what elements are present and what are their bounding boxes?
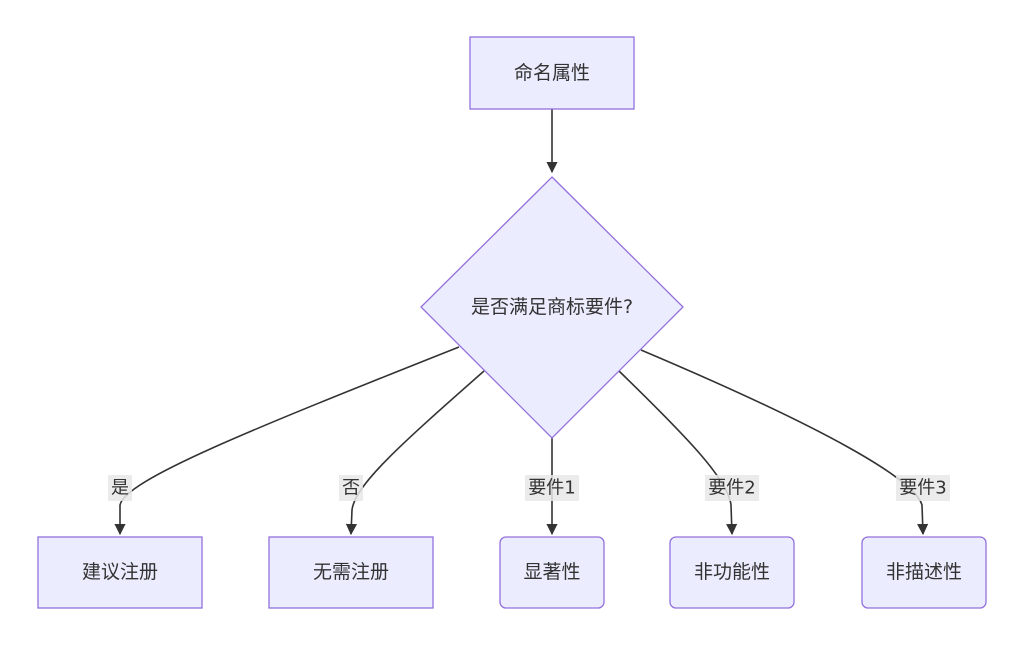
edge-label-no-text: 否	[342, 478, 360, 499]
node-root-label: 命名属性	[514, 62, 590, 84]
edge-no	[345, 370, 485, 536]
node-decision-label: 是否满足商标要件?	[471, 296, 633, 318]
edge-label-no: 否	[339, 475, 363, 501]
edge-label-req3: 要件3	[896, 475, 950, 501]
edge-yes	[114, 346, 460, 536]
edge-label-yes: 是	[108, 475, 132, 501]
edge-req3	[640, 349, 929, 536]
edge-labels: 是 否 要件1 要件2 要件3	[108, 475, 950, 501]
node-distinctive: 显著性	[499, 536, 605, 609]
edge-label-req1: 要件1	[525, 475, 579, 501]
node-register-label: 建议注册	[82, 561, 158, 583]
node-no-register-label: 无需注册	[313, 561, 389, 583]
edge-label-req1-text: 要件1	[528, 478, 575, 499]
node-non-descriptive: 非描述性	[861, 536, 987, 609]
node-root: 命名属性	[469, 36, 635, 110]
node-decision: 是否满足商标要件?	[420, 176, 684, 439]
node-non-functional: 非功能性	[669, 536, 795, 609]
edge-label-req3-text: 要件3	[899, 478, 946, 499]
node-distinctive-label: 显著性	[523, 561, 580, 583]
node-register: 建议注册	[37, 536, 203, 609]
node-no-register: 无需注册	[268, 536, 434, 609]
edge-label-yes-text: 是	[111, 478, 129, 499]
node-non-functional-label: 非功能性	[694, 561, 770, 583]
edge-req2	[618, 370, 738, 536]
edge-label-req2: 要件2	[705, 475, 759, 501]
edge-label-req2-text: 要件2	[708, 478, 755, 499]
node-non-descriptive-label: 非描述性	[886, 561, 962, 583]
